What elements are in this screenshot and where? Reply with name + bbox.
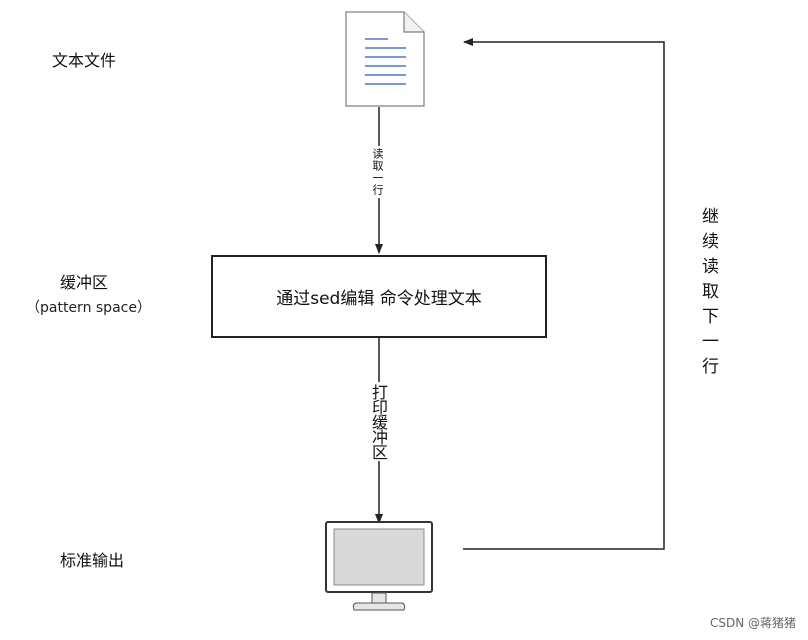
arrow-continue-loop [463,38,665,550]
process-box: 通过sed编辑 命令处理文本 [211,255,547,338]
monitor-icon [325,521,433,611]
print-buffer-label: 打印缓冲区 [366,382,390,461]
buffer-sub-label: （pattern space） [26,300,151,316]
process-box-text: 通过sed编辑 命令处理文本 [276,289,482,309]
document-icon [345,11,425,107]
read-line-label: 读取一行 [369,146,385,198]
watermark: CSDN @蒋猪猪 [709,616,796,630]
continue-next-label: 继续读取下一行 [698,207,718,382]
buffer-label: 缓冲区 [60,273,109,292]
stdout-label: 标准输出 [60,551,125,570]
text-file-label: 文本文件 [52,51,117,70]
